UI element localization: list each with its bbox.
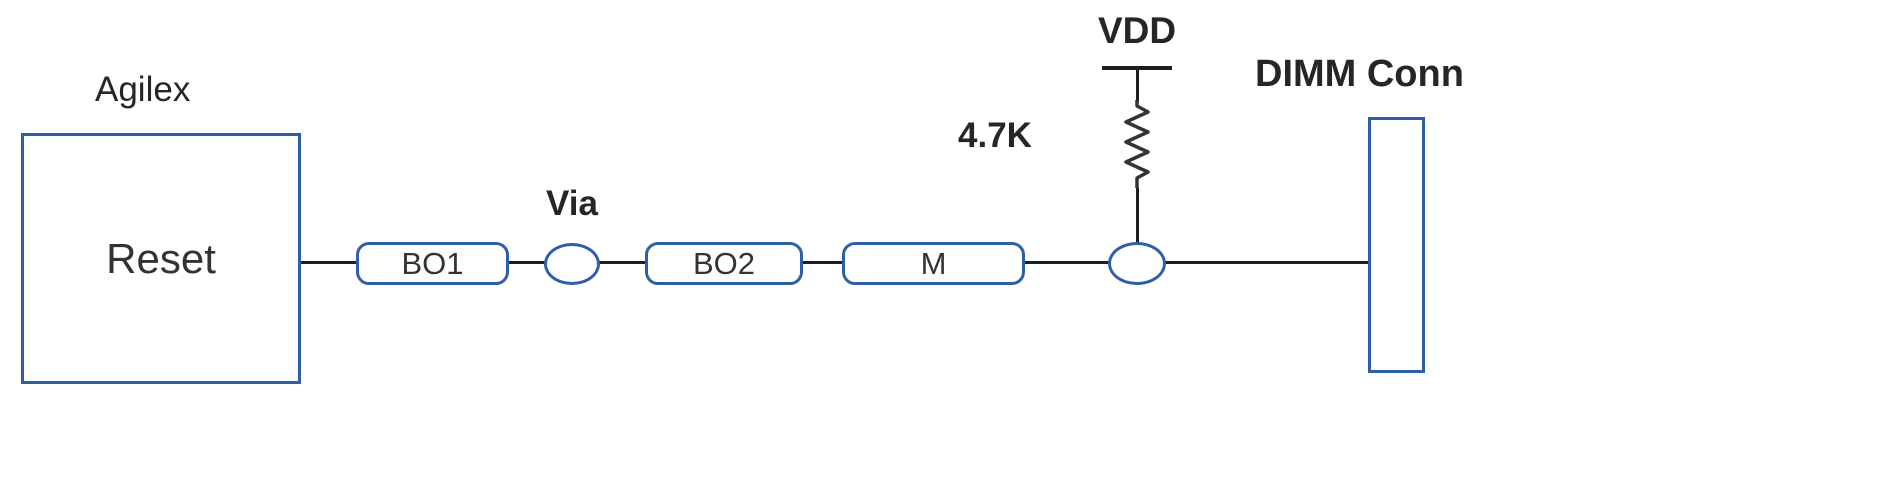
resistor-value-label: 4.7K: [958, 116, 1032, 155]
segment-m: M: [842, 242, 1025, 285]
vdd-label: VDD: [1097, 10, 1177, 51]
dimm-conn-label: DIMM Conn: [1255, 53, 1464, 95]
dimm-connector-box: [1368, 117, 1425, 373]
wire-vdd-to-resistor: [1136, 68, 1139, 102]
via-ellipse: [544, 243, 600, 285]
wire-resistor-to-node: [1136, 188, 1139, 244]
junction-node-ellipse: [1108, 242, 1166, 285]
segment-bo2-label: BO2: [692, 245, 756, 281]
agilex-box: Reset: [21, 133, 301, 384]
segment-bo1-label: BO1: [401, 245, 464, 281]
agilex-label: Agilex: [95, 70, 191, 109]
resistor-zigzag-icon: [1124, 100, 1150, 188]
via-label: Via: [546, 184, 598, 223]
segment-m-label: M: [920, 245, 947, 281]
segment-bo2: BO2: [645, 242, 803, 285]
segment-bo1: BO1: [356, 242, 509, 285]
reset-pin-label: Reset: [106, 234, 216, 282]
wire-main-net: [301, 261, 1368, 264]
resistor-zigzag: [1121, 100, 1153, 188]
